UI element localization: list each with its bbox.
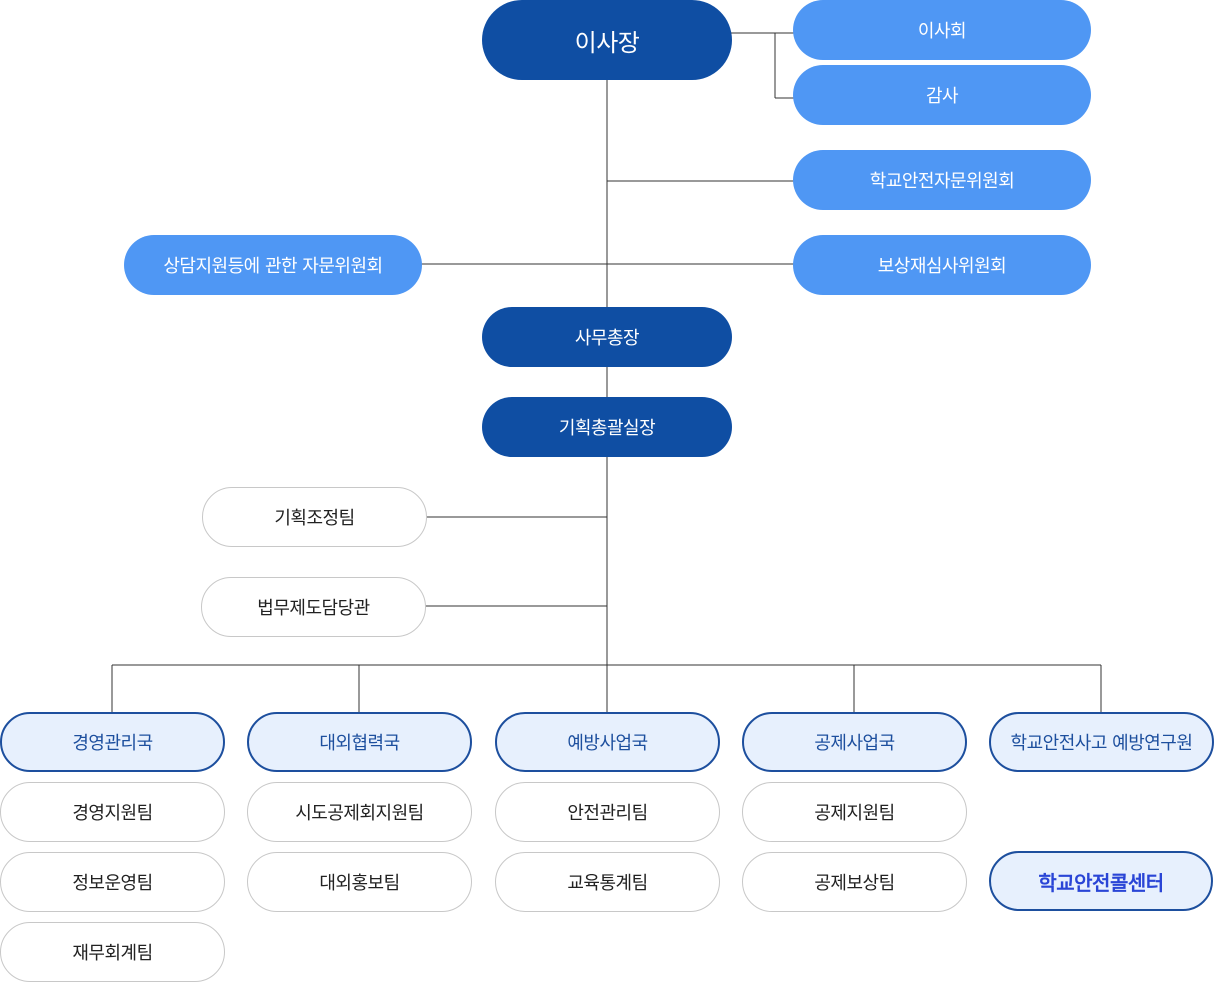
legal-officer-node: 법무제도담당관 (201, 577, 426, 637)
dept-node-mutual-aid: 공제사업국 (742, 712, 967, 772)
dept-node-external: 대외협력국 (247, 712, 472, 772)
chairman-node: 이사장 (482, 0, 732, 80)
audit-node: 감사 (793, 65, 1091, 125)
dept-node-prevention: 예방사업국 (495, 712, 720, 772)
compensation-committee-node: 보상재심사위원회 (793, 235, 1091, 295)
team-node: 경영지원팀 (0, 782, 225, 842)
counseling-committee-node: 상담지원등에 관한 자문위원회 (124, 235, 422, 295)
secretary-general-node: 사무총장 (482, 307, 732, 367)
planning-team-node: 기획조정팀 (202, 487, 427, 547)
team-node: 공제보상팀 (742, 852, 967, 912)
team-node: 공제지원팀 (742, 782, 967, 842)
team-node: 안전관리팀 (495, 782, 720, 842)
team-node: 교육통계팀 (495, 852, 720, 912)
advisory-committee-node: 학교안전자문위원회 (793, 150, 1091, 210)
dept-node-research-institute: 학교안전사고 예방연구원 (989, 712, 1214, 772)
board-node: 이사회 (793, 0, 1091, 60)
planning-director-node: 기획총괄실장 (482, 397, 732, 457)
dept-node-management: 경영관리국 (0, 712, 225, 772)
team-node: 재무회계팀 (0, 922, 225, 982)
call-center-node: 학교안전콜센터 (989, 851, 1213, 911)
team-node: 대외홍보팀 (247, 852, 472, 912)
team-node: 시도공제회지원팀 (247, 782, 472, 842)
team-node: 정보운영팀 (0, 852, 225, 912)
